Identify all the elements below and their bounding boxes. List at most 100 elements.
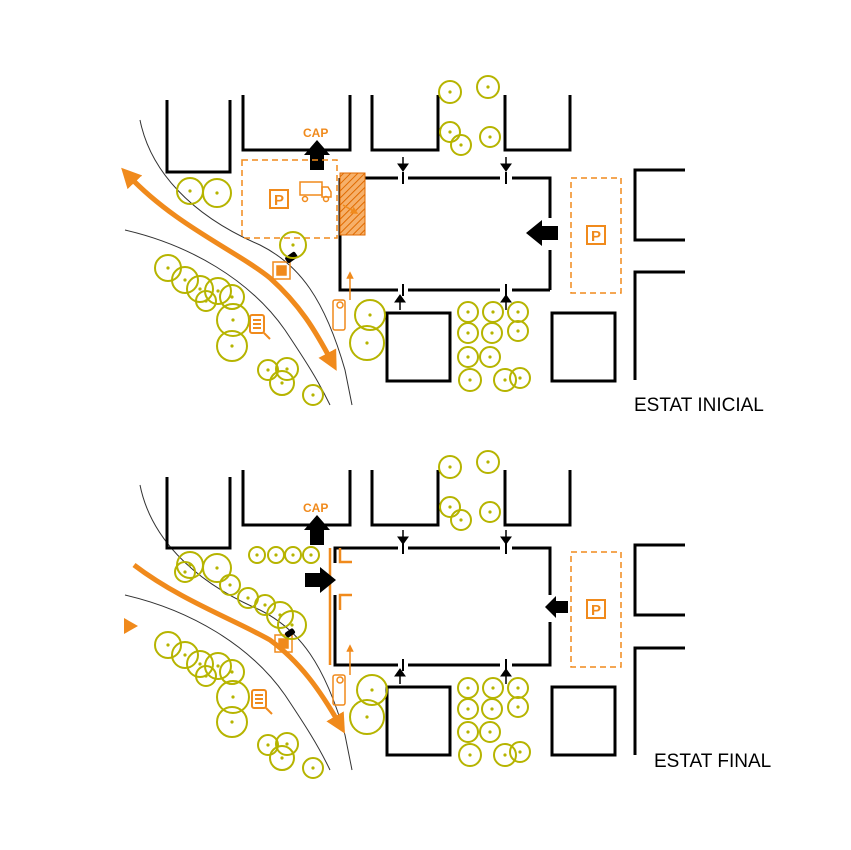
tree-icon xyxy=(509,741,531,763)
tree-icon xyxy=(154,254,182,282)
entrance-arrow-icon xyxy=(394,530,512,684)
tree-icon xyxy=(458,743,482,767)
parking-area xyxy=(570,177,622,294)
tree-icon xyxy=(257,734,279,756)
tree-icon xyxy=(349,325,385,361)
tree-icon xyxy=(507,320,529,342)
tree-icon xyxy=(507,696,529,718)
tree-icon xyxy=(202,178,232,208)
bus-stop-icon xyxy=(272,261,291,280)
tree-icon xyxy=(482,677,504,699)
parking-sign-icon xyxy=(586,225,606,245)
tree-icon xyxy=(248,546,266,564)
main-building xyxy=(338,172,552,296)
tree-icon xyxy=(302,757,324,779)
parking-east-label: P xyxy=(591,602,601,619)
tree-icon xyxy=(457,698,479,720)
vehicle-icon xyxy=(332,299,346,331)
new-facade xyxy=(328,548,352,665)
building-outline xyxy=(165,100,232,174)
diagram-initial: CAP P P xyxy=(121,75,764,416)
diagram-final: CAP P ESTAT FINAL xyxy=(124,450,771,779)
health-center-label: CAP xyxy=(303,126,328,140)
building-outline xyxy=(633,168,685,242)
building-outline xyxy=(550,685,617,757)
parking-area xyxy=(570,551,622,668)
vehicle-icon xyxy=(332,674,346,706)
parking-sign-icon xyxy=(269,189,289,209)
building-outline xyxy=(241,95,352,152)
parking-area xyxy=(241,159,338,239)
tree-icon xyxy=(479,501,501,523)
tree-icon xyxy=(275,357,299,381)
tree-icon xyxy=(482,301,504,323)
tree-icon xyxy=(356,674,388,706)
tree-icon xyxy=(457,322,479,344)
tree-icon xyxy=(171,266,199,294)
tree-icon xyxy=(257,359,279,381)
tree-icon xyxy=(439,496,461,518)
entrance-arrow-icon xyxy=(305,567,336,593)
tree-icon xyxy=(202,553,232,583)
tree-icon xyxy=(277,610,307,640)
main-building xyxy=(333,542,552,671)
tree-group xyxy=(154,75,531,406)
traffic-flow-arrow-icon xyxy=(132,563,345,734)
tree-icon xyxy=(457,721,479,743)
car-icon xyxy=(284,628,296,638)
traffic-flow-arrow-icon xyxy=(124,618,138,634)
diagram-title: ESTAT FINAL xyxy=(654,751,771,772)
tree-icon xyxy=(195,290,217,312)
tree-icon xyxy=(438,455,462,479)
tree-icon xyxy=(457,677,479,699)
tree-icon xyxy=(216,330,248,362)
parking-east-label: P xyxy=(591,228,601,245)
tree-icon xyxy=(186,650,214,678)
tree-icon xyxy=(450,134,472,156)
tree-icon xyxy=(507,677,529,699)
building-outline xyxy=(370,470,440,527)
tree-icon xyxy=(154,631,182,659)
building-outline xyxy=(385,685,452,757)
tree-icon xyxy=(267,546,285,564)
tree-icon xyxy=(275,732,299,756)
hatched-annex xyxy=(339,172,366,236)
parking-label: P xyxy=(274,192,284,209)
health-center-label: CAP xyxy=(303,501,328,515)
tree-icon xyxy=(269,370,295,396)
tree-icon xyxy=(493,368,517,392)
tree-icon xyxy=(216,680,250,714)
entrance-arrow-icon xyxy=(304,140,330,170)
building-outline xyxy=(370,95,440,152)
entrance-arrow-icon xyxy=(526,220,558,246)
tree-icon xyxy=(457,301,479,323)
tree-icon xyxy=(266,601,294,629)
diagram-title: ESTAT INICIAL xyxy=(634,395,764,416)
building-outline xyxy=(503,470,572,527)
tree-icon xyxy=(349,699,385,735)
tree-icon xyxy=(438,80,462,104)
info-sign-icon xyxy=(251,689,273,715)
tree-icon xyxy=(254,594,276,616)
tree-icon xyxy=(176,551,204,579)
tree-icon xyxy=(507,301,529,323)
tree-icon xyxy=(458,368,482,392)
tree-icon xyxy=(457,346,479,368)
building-outline xyxy=(241,470,352,527)
tree-icon xyxy=(450,509,472,531)
truck-icon xyxy=(299,181,332,203)
building-outline xyxy=(633,543,685,617)
tree-icon xyxy=(284,546,302,564)
tree-icon xyxy=(479,346,501,368)
building-outline xyxy=(633,646,685,755)
tree-icon xyxy=(476,450,500,474)
entrance-arrow-icon xyxy=(394,157,512,310)
tree-icon xyxy=(186,275,214,303)
tree-icon xyxy=(171,641,199,669)
info-sign-icon xyxy=(249,314,271,340)
tree-icon xyxy=(481,322,503,344)
tree-icon xyxy=(269,745,295,771)
road-edge-line xyxy=(139,484,353,771)
tree-icon xyxy=(481,698,503,720)
entrance-arrow-icon xyxy=(545,596,568,618)
